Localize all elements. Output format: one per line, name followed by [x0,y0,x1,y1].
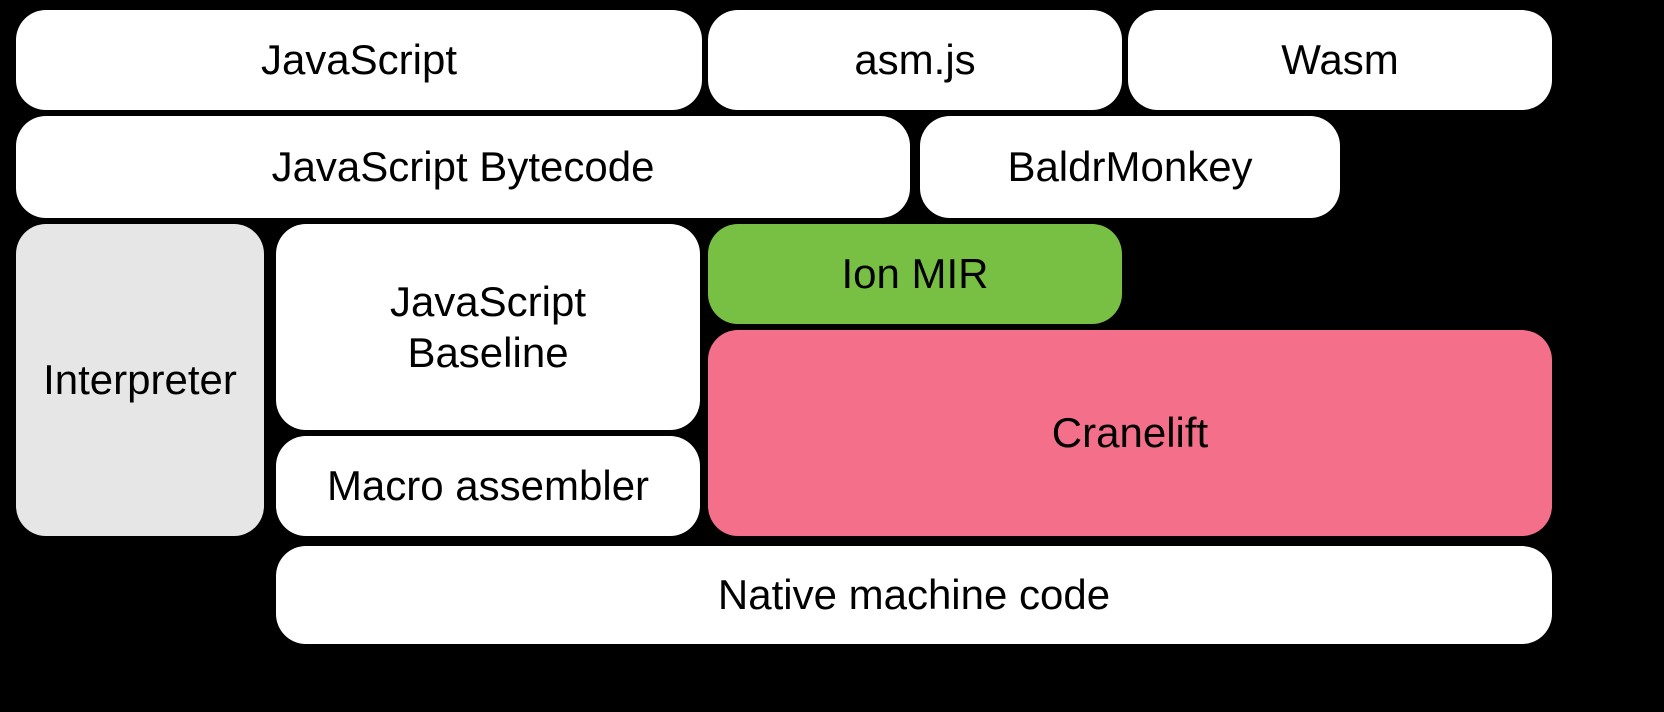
node-wasm: Wasm [1128,10,1552,110]
node-javascript: JavaScript [16,10,702,110]
node-baldrmonkey: BaldrMonkey [920,116,1340,218]
node-cranelift: Cranelift [708,330,1552,536]
node-interpreter: Interpreter [16,224,264,536]
node-ion-mir: Ion MIR [708,224,1122,324]
node-javascript-baseline: JavaScript Baseline [276,224,700,430]
node-javascript-bytecode: JavaScript Bytecode [16,116,910,218]
node-native-machine-code: Native machine code [276,546,1552,644]
node-macro-assembler: Macro assembler [276,436,700,536]
node-asmjs: asm.js [708,10,1122,110]
